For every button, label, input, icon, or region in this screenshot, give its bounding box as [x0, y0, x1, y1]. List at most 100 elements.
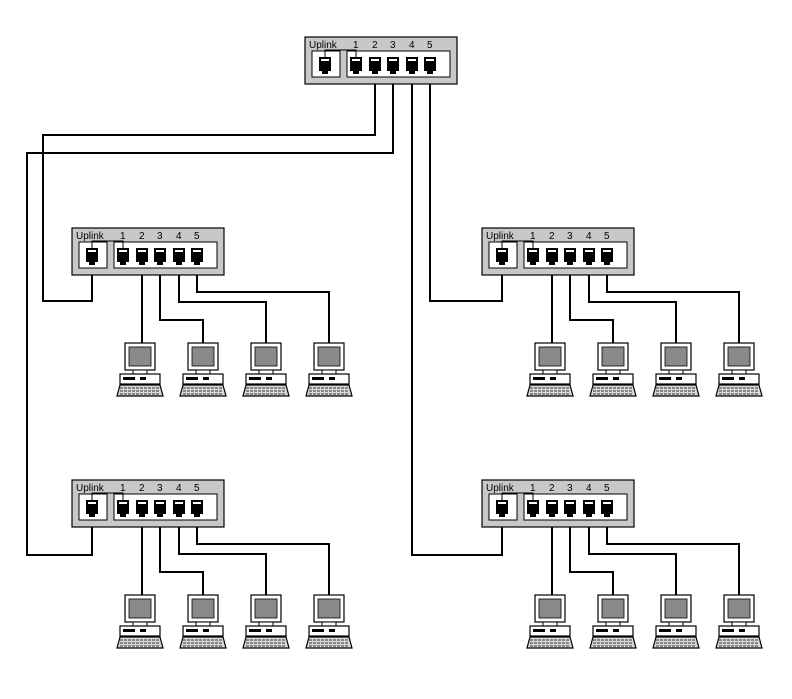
- drive-slot: [613, 377, 619, 380]
- drive-slot: [123, 377, 135, 380]
- cable-root-to-top-left: [42, 74, 376, 302]
- cable-port-to-pc: [159, 517, 204, 595]
- rj45-port-icon: [319, 57, 331, 74]
- rj45-port-icon: [136, 500, 148, 517]
- drive-slot: [550, 629, 556, 632]
- desktop-computer-icon: [526, 594, 574, 649]
- monitor-screen: [128, 346, 152, 367]
- monitor-screen: [601, 346, 625, 367]
- cable-port-to-pc: [159, 265, 204, 343]
- port-label-3: 3: [157, 231, 163, 242]
- drive-slot: [659, 377, 671, 380]
- uplink-bracket: [501, 240, 534, 248]
- monitor-screen: [538, 346, 562, 367]
- cable-port-to-pc: [178, 517, 267, 595]
- desktop-computer-icon: [526, 342, 574, 397]
- drive-slot: [533, 377, 545, 380]
- rj45-port-icon: [387, 57, 399, 74]
- port-label-1: 1: [120, 483, 126, 494]
- drive-slot: [249, 377, 261, 380]
- drive-slot: [613, 629, 619, 632]
- monitor-screen: [664, 346, 688, 367]
- uplink-label: Uplink: [76, 231, 105, 242]
- rj45-port-icon: [601, 248, 613, 265]
- port-label-4: 4: [586, 231, 592, 242]
- rj45-port-icon: [86, 500, 98, 517]
- computer-layer: [116, 342, 763, 649]
- desktop-computer-icon: [179, 594, 227, 649]
- cable-port-to-pc: [196, 517, 330, 595]
- rj45-port-icon: [191, 248, 203, 265]
- drive-slot: [186, 629, 198, 632]
- cable-root-to-bottom-right: [411, 74, 503, 556]
- cable-port-to-pc: [569, 265, 614, 343]
- monitor-screen: [664, 598, 688, 619]
- uplink-bracket: [324, 49, 357, 57]
- rj45-port-icon: [527, 248, 539, 265]
- monitor-screen: [601, 598, 625, 619]
- desktop-computer-icon: [179, 342, 227, 397]
- monitor-stand: [668, 369, 684, 375]
- rj45-port-icon: [424, 57, 436, 74]
- desktop-computer-icon: [715, 342, 763, 397]
- drive-slot: [676, 377, 682, 380]
- drive-slot: [203, 377, 209, 380]
- drive-slot: [596, 629, 608, 632]
- monitor-screen: [128, 598, 152, 619]
- cable-port-to-pc: [569, 517, 614, 595]
- rj45-port-icon: [406, 57, 418, 74]
- port-label-5: 5: [604, 231, 610, 242]
- port-label-5: 5: [194, 231, 200, 242]
- rj45-port-icon: [154, 248, 166, 265]
- port-label-4: 4: [409, 40, 415, 51]
- drive-slot: [266, 629, 272, 632]
- drive-slot: [140, 377, 146, 380]
- rj45-port-icon: [546, 500, 558, 517]
- monitor-stand: [195, 369, 211, 375]
- port-label-1: 1: [120, 231, 126, 242]
- desktop-computer-icon: [652, 342, 700, 397]
- cable-port-to-pc: [178, 265, 267, 343]
- desktop-computer-icon: [116, 342, 164, 397]
- monitor-screen: [254, 598, 278, 619]
- rj45-port-icon: [496, 248, 508, 265]
- port-label-2: 2: [549, 231, 555, 242]
- drive-slot: [266, 377, 272, 380]
- rj45-port-icon: [583, 248, 595, 265]
- port-label-2: 2: [549, 483, 555, 494]
- drive-slot: [329, 377, 335, 380]
- rj45-port-icon: [527, 500, 539, 517]
- monitor-stand: [132, 369, 148, 375]
- uplink-label: Uplink: [76, 483, 105, 494]
- monitor-stand: [605, 369, 621, 375]
- cable-port-to-pc: [196, 265, 330, 343]
- port-label-2: 2: [139, 483, 145, 494]
- rj45-port-icon: [601, 500, 613, 517]
- port-label-2: 2: [139, 231, 145, 242]
- monitor-screen: [317, 346, 341, 367]
- drive-slot: [249, 629, 261, 632]
- desktop-computer-icon: [715, 594, 763, 649]
- drive-slot: [722, 377, 734, 380]
- drive-slot: [312, 629, 324, 632]
- desktop-computer-icon: [652, 594, 700, 649]
- monitor-screen: [317, 598, 341, 619]
- drive-slot: [533, 629, 545, 632]
- monitor-screen: [254, 346, 278, 367]
- drive-slot: [329, 629, 335, 632]
- port-label-5: 5: [427, 40, 433, 51]
- desktop-computer-icon: [116, 594, 164, 649]
- monitor-screen: [191, 598, 215, 619]
- port-label-3: 3: [567, 483, 573, 494]
- cable-port-to-pc: [588, 517, 677, 595]
- port-label-1: 1: [530, 231, 536, 242]
- port-label-3: 3: [390, 40, 396, 51]
- drive-slot: [739, 377, 745, 380]
- monitor-stand: [321, 369, 337, 375]
- rj45-port-icon: [117, 248, 129, 265]
- drive-slot: [722, 629, 734, 632]
